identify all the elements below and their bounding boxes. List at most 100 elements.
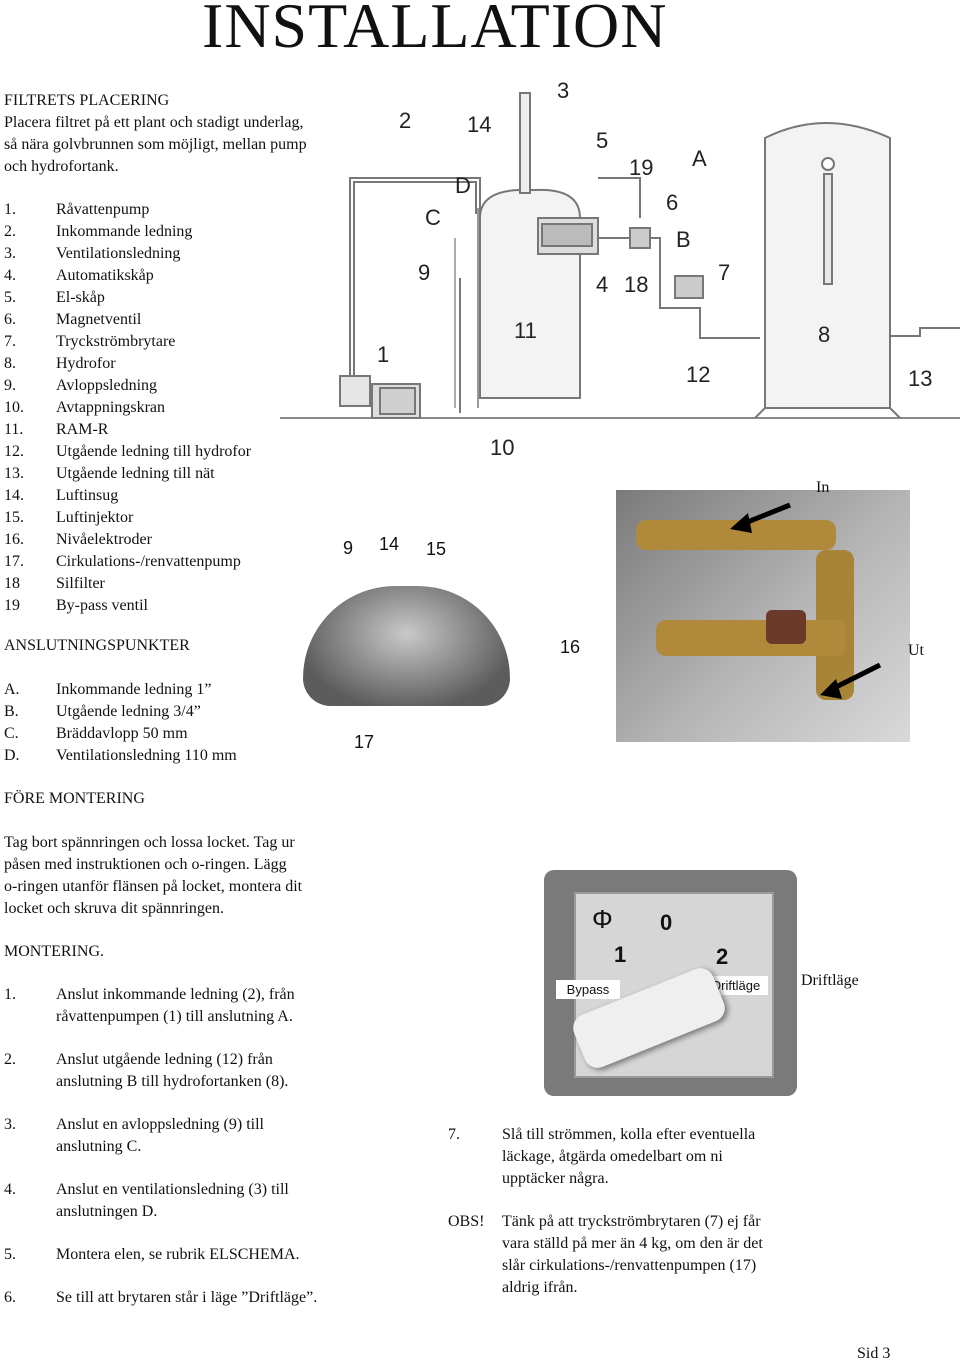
step-number: 7. [448,1126,460,1143]
switch-drift-label: Driftläge [704,976,768,995]
tank-callout-14: 14 [379,534,400,554]
mounting-heading: MONTERING. [4,943,104,960]
parts-item-label: Avloppsledning [56,377,158,394]
switch-pos-2: 2 [716,944,729,969]
parts-item: 2. Inkommande ledning [4,221,251,243]
parts-item-number: 4. [4,267,16,284]
switch-pos-1: 1 [614,942,627,967]
callout-12: 12 [686,362,711,387]
callout-19: 19 [629,155,654,180]
parts-item-label: RAM-R [56,421,109,438]
connection-item: A. Inkommande ledning 1” [4,679,237,701]
parts-item-label: Cirkulations-/renvattenpump [56,553,241,570]
callout-3: 3 [557,78,570,103]
parts-item-label: Luftinjektor [56,509,134,526]
parts-item-number: 11. [4,421,24,438]
connection-letter: D. [4,747,20,764]
callout-11: 11 [514,318,537,343]
valve-callout-16: 16 [560,637,581,657]
tank-callout-9: 9 [343,538,354,558]
parts-item: 5. El-skåp [4,287,251,309]
connection-letter: A. [4,681,20,698]
connections-heading: ANSLUTNINGSPUNKTER [4,637,190,654]
valve-photo [616,490,910,742]
switch-bypass-label: Bypass [556,980,620,999]
placement-heading: FILTRETS PLACERING [4,92,170,109]
before-line: o-ringen utanför flänsen på locket, mont… [4,878,303,895]
parts-item-number: 5. [4,289,16,306]
before-line: locket och skruva dit spännringen. [4,900,224,917]
obs-note: OBS! Tänk på att tryckströmbrytaren (7) … [448,1211,763,1299]
step-line: Slå till strömmen, kolla efter eventuell… [502,1126,756,1143]
parts-item: 11. RAM-R [4,419,251,441]
step-line: anslutning B till hydrofortanken (8). [56,1073,289,1090]
parts-item-label: Råvattenpump [56,201,150,218]
connection-item: B.Utgående ledning 3/4” [4,701,237,723]
parts-item: 9. Avloppsledning [4,375,251,397]
parts-item-number: 14. [4,487,24,504]
step-line: Se till att brytaren står i läge ”Driftl… [56,1289,318,1306]
parts-item-number: 2. [4,223,16,240]
parts-item-label: Automatikskåp [56,267,154,284]
parts-item-label: Ventilationsledning [56,245,181,262]
parts-item-number: 10. [4,399,24,416]
mounting-step: 5.Montera elen, se rubrik ELSCHEMA. [4,1244,317,1266]
callout-10: 10 [490,435,515,460]
switch-pos-0: 0 [660,910,673,935]
obs-line: Tänk på att tryckströmbrytaren (7) ej få… [502,1213,761,1230]
tank-callout-17: 17 [354,732,375,752]
step-line: anslutningen D. [56,1203,158,1220]
step-number: 5. [4,1246,16,1263]
parts-item-number: 9. [4,377,16,394]
parts-item-number: 6. [4,311,16,328]
callout-5: 5 [596,128,609,153]
parts-item-label: Luftinsug [56,487,119,504]
step-number: 3. [4,1116,16,1133]
connection-label: Bräddavlopp 50 mm [56,725,188,742]
parts-item-label: El-skåp [56,289,105,306]
parts-item-label: Utgående ledning till nät [56,465,215,482]
parts-item-number: 13. [4,465,24,482]
placement-line: Placera filtret på ett plant och stadigt… [4,114,304,131]
placement-line: så nära golvbrunnen som möjligt, mellan … [4,136,307,153]
parts-item-label: Tryckströmbrytare [56,333,176,350]
switch-phi: Φ [592,904,613,934]
switch-photo: Φ 0 1 2 Bypass Driftläge [544,870,797,1096]
callout-9: 9 [418,260,431,285]
parts-item-label: Nivåelektroder [56,531,152,548]
obs-line: vara ställd på mer än 4 kg, om den är de… [502,1235,763,1252]
placement-line: och hydrofortank. [4,158,119,175]
connection-item: C.Bräddavlopp 50 mm [4,723,237,745]
parts-item: 8.Hydrofor [4,353,251,375]
callout-B: B [676,227,691,252]
step-number: 4. [4,1181,16,1198]
parts-item: 3. Ventilationsledning [4,243,251,265]
parts-item-label: Silfilter [56,575,105,592]
step-line: läckage, åtgärda omedelbart om ni [502,1148,723,1165]
outlet-label: Ut [908,642,924,659]
parts-item-number: 3. [4,245,16,262]
step-line: Anslut inkommande ledning (2), från [56,986,295,1003]
callout-8: 8 [818,322,831,347]
mounting-step: 6. Se till att brytaren står i läge ”Drif… [4,1287,317,1309]
step-number: 1. [4,986,16,1003]
step-number: 2. [4,1051,16,1068]
step-line: Anslut en avloppsledning (9) till [56,1116,264,1133]
parts-item-number: 12. [4,443,24,460]
placement-section: FILTRETS PLACERING Placera filtret på et… [4,90,307,178]
parts-item: 4. Automatikskåp [4,265,251,287]
parts-item-label: Inkommande ledning [56,223,193,240]
connection-item: D.Ventilationsledning 110 mm [4,745,237,767]
step-number: 6. [4,1289,16,1306]
parts-item-number: 17. [4,553,24,570]
parts-item: 7.Tryckströmbrytare [4,331,251,353]
connection-label: Utgående ledning 3/4” [56,703,201,720]
connection-label: Inkommande ledning 1” [56,681,212,698]
parts-item-label: Utgående ledning till hydrofor [56,443,252,460]
parts-item-label: Hydrofor [56,355,116,372]
obs-line: aldrig ifrån. [502,1279,578,1296]
